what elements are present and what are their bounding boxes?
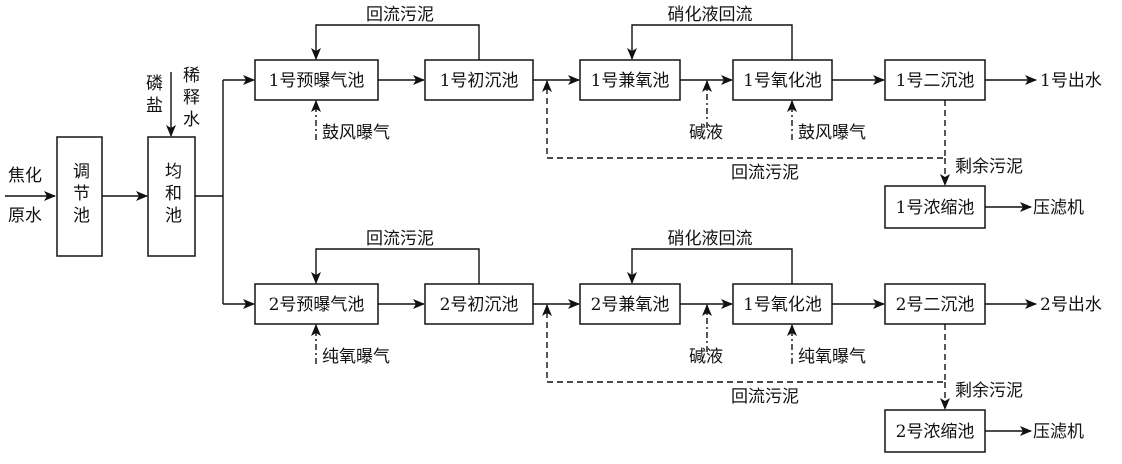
inlet-label-2: 原水 bbox=[8, 206, 42, 226]
sludge-return-top-label: 回流污泥 bbox=[366, 5, 434, 25]
anoxic-tank-label: 2号兼氧池 bbox=[591, 295, 670, 315]
anoxic-tank-box bbox=[579, 59, 681, 101]
equalization-tank-box bbox=[147, 136, 196, 257]
sludge-return-top-line bbox=[311, 24, 480, 60]
excess-sludge-label: 剩余污泥 bbox=[955, 381, 1023, 401]
primary-clarifier-box bbox=[424, 59, 534, 101]
sludge-return-top-label: 回流污泥 bbox=[366, 229, 434, 249]
nitrate-return-label: 硝化液回流 bbox=[668, 5, 753, 25]
dilution-water-label: 稀释水 bbox=[179, 66, 199, 132]
inlet-label-1: 焦化 bbox=[8, 166, 42, 186]
aeration-label-1: 鼓风曝气 bbox=[322, 123, 390, 143]
sludge-return-bottom-line bbox=[542, 80, 946, 159]
oxidation-tank-label: 1号氧化池 bbox=[743, 71, 822, 91]
pre-aeration-tank-label: 2号预曝气池 bbox=[269, 295, 365, 315]
primary-clarifier-label: 1号初沉池 bbox=[440, 71, 519, 91]
sludge-return-top-line bbox=[311, 248, 480, 284]
aeration-label-1: 纯氧曝气 bbox=[322, 347, 390, 367]
effluent-label: 1号出水 bbox=[1040, 71, 1102, 91]
nitrate-return-label: 硝化液回流 bbox=[668, 229, 753, 249]
pretreatment-section: 焦化 原水 bbox=[5, 72, 224, 304]
nitrate-return-line bbox=[627, 24, 793, 60]
pre-aeration-tank-label: 1号预曝气池 bbox=[269, 71, 365, 91]
oxidation-tank-box bbox=[732, 283, 833, 325]
oxidation-tank-box bbox=[732, 59, 833, 101]
sludge-return-bottom-label: 回流污泥 bbox=[731, 387, 799, 407]
secondary-clarifier-label: 1号二沉池 bbox=[896, 71, 975, 91]
thickener-label: 1号浓缩池 bbox=[896, 198, 975, 218]
equalization-tank-label: 均和池 bbox=[161, 162, 181, 228]
effluent-label: 2号出水 bbox=[1040, 295, 1102, 315]
sludge-return-bottom-line bbox=[542, 304, 946, 383]
aeration-label-2: 鼓风曝气 bbox=[798, 123, 866, 143]
alkali-label: 碱液 bbox=[689, 347, 723, 367]
excess-sludge-label: 剩余污泥 bbox=[955, 157, 1023, 177]
anoxic-tank-label: 1号兼氧池 bbox=[591, 71, 670, 91]
primary-clarifier-label: 2号初沉池 bbox=[440, 295, 519, 315]
thickener-box bbox=[884, 409, 986, 453]
alkali-label: 碱液 bbox=[689, 123, 723, 143]
filter-press-label: 压滤机 bbox=[1033, 198, 1084, 218]
regulating-tank-label: 调节池 bbox=[69, 162, 89, 228]
regulating-tank-box bbox=[56, 136, 103, 257]
nitrate-return-line bbox=[627, 248, 793, 284]
secondary-clarifier-label: 2号二沉池 bbox=[896, 295, 975, 315]
sludge-return-bottom-label: 回流污泥 bbox=[731, 163, 799, 183]
filter-press-label: 压滤机 bbox=[1033, 422, 1084, 442]
thickener-label: 2号浓缩池 bbox=[896, 422, 975, 442]
aeration-label-2: 纯氧曝气 bbox=[798, 347, 866, 367]
secondary-clarifier-box bbox=[884, 283, 986, 325]
phosphate-label: 磷盐 bbox=[142, 74, 162, 118]
oxidation-tank-label: 1号氧化池 bbox=[743, 295, 822, 315]
thickener-box bbox=[884, 185, 986, 229]
